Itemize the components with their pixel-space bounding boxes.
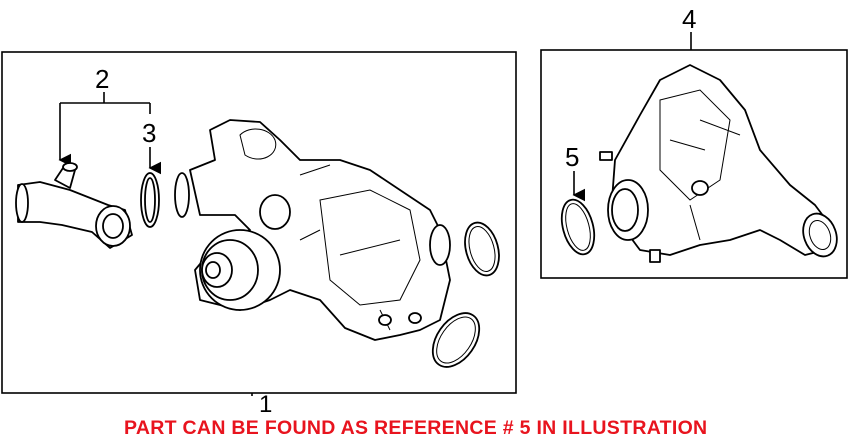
callout-1: 1 (259, 391, 272, 418)
callout-4: 4 (682, 4, 696, 34)
hose-connector-part (15, 162, 133, 249)
seal-ring-part-5 (560, 198, 596, 256)
callout-2: 2 (95, 64, 109, 94)
seal-ring-part-3 (140, 172, 160, 228)
water-pump-housing-part (174, 119, 451, 341)
right-assembly-box (540, 49, 848, 279)
left-assembly-box (1, 51, 517, 394)
o-ring-large-part (431, 312, 481, 368)
o-ring-part (464, 221, 500, 277)
thermostat-housing-part (599, 64, 838, 263)
callout-3: 3 (142, 118, 156, 148)
callout-5: 5 (565, 142, 579, 172)
reference-note: PART CAN BE FOUND AS REFERENCE # 5 IN IL… (124, 417, 708, 439)
